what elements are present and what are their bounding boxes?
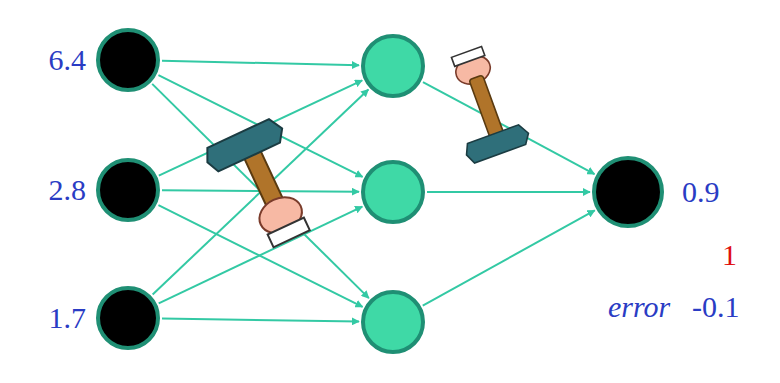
weight-connection <box>423 82 595 174</box>
weight-connection <box>162 61 359 65</box>
error-value: -0.1 <box>692 292 740 322</box>
error-label: error <box>608 292 670 322</box>
hammer-icon <box>433 41 531 164</box>
input-neuron: 6.4 <box>96 28 160 92</box>
hidden-neuron <box>361 34 425 98</box>
input-neuron: 2.8 <box>96 158 160 222</box>
hammer-icon <box>202 116 326 258</box>
weight-connection <box>427 191 590 193</box>
target-value: 1 <box>722 240 737 270</box>
value-label: 0.9 <box>682 177 720 207</box>
value-label: 2.8 <box>49 175 87 205</box>
weight-connection <box>152 84 369 298</box>
hidden-neuron <box>361 160 425 224</box>
value-label: 6.4 <box>49 45 87 75</box>
hidden-neuron <box>361 290 425 354</box>
input-neuron: 1.7 <box>96 286 160 350</box>
weight-connection <box>153 89 369 294</box>
output-neuron: 0.9 <box>592 156 664 228</box>
weight-connection <box>423 210 595 305</box>
value-label: 1.7 <box>49 303 87 333</box>
weight-connection <box>162 319 359 322</box>
